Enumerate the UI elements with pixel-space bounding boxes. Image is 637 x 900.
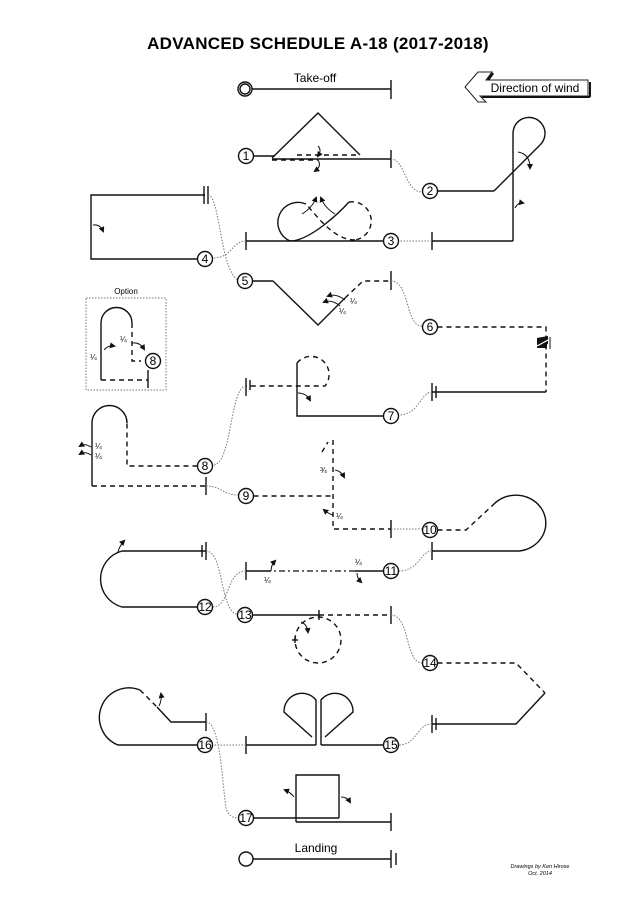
maneuver-5-v-rolls: 5 ¼ ¼ <box>236 271 392 326</box>
maneuver-16: 16 <box>98 687 214 754</box>
option-box: Option 8 ¼ ¼ <box>85 287 167 391</box>
maneuver-number: 3 <box>388 234 395 248</box>
maneuver-number: 5 <box>242 274 249 288</box>
roll-fraction: ¾ <box>320 466 327 475</box>
roll-fraction: ¼ <box>95 452 102 461</box>
maneuver-2-loop: 2 <box>421 116 546 250</box>
maneuver-17-square: 17 <box>237 774 392 831</box>
roll-fraction: ¼ <box>355 558 362 567</box>
connector <box>205 485 239 496</box>
credit-line-2: Oct. 2014 <box>528 871 552 877</box>
credit-line-1: Drawings by Ken Hirose <box>511 864 570 870</box>
roll-fraction: ¼ <box>350 297 357 306</box>
wind-label: Direction of wind <box>491 81 580 95</box>
maneuver-12-half-loop: 12 <box>99 539 214 616</box>
maneuver-number: 2 <box>427 184 434 198</box>
connector <box>390 614 423 664</box>
maneuver-7: 7 <box>245 355 400 425</box>
maneuver-number: 8 <box>202 459 209 473</box>
maneuver-3-cuban-eight: 3 <box>245 196 400 250</box>
maneuver-number: 4 <box>202 252 209 266</box>
maneuver-number: 16 <box>198 738 212 752</box>
roll-fraction: ¼ <box>90 353 97 362</box>
maneuver-number: 1 <box>243 149 250 163</box>
roll-fraction: ¼ <box>336 512 343 521</box>
maneuver-number: 15 <box>384 738 398 752</box>
connector <box>212 385 247 466</box>
landing-label: Landing <box>295 841 338 855</box>
page-title: ADVANCED SCHEDULE A-18 (2017-2018) <box>147 34 489 53</box>
maneuver-14: 14 <box>421 654 546 733</box>
maneuver-number: 17 <box>239 811 253 825</box>
roll-fraction: ¼ <box>95 442 102 451</box>
connector <box>397 723 433 746</box>
maneuver-11-rolls: 11 ¼ ¼ <box>245 558 400 585</box>
roll-fraction: ¼ <box>264 576 271 585</box>
maneuver-number: 6 <box>427 320 434 334</box>
wind-direction-arrow: Direction of wind <box>464 71 591 103</box>
maneuver-number: 13 <box>238 608 252 622</box>
maneuver-8: 8 ¼ ¼ <box>78 404 214 495</box>
maneuver-1-triangle: 1 <box>237 112 392 173</box>
connector <box>207 194 239 281</box>
option-label: Option <box>114 287 138 296</box>
connector <box>212 240 247 259</box>
maneuver-number: 9 <box>243 489 250 503</box>
maneuver-number: 14 <box>423 656 437 670</box>
maneuver-number: 7 <box>388 409 395 423</box>
connector <box>390 158 423 193</box>
connector <box>397 550 433 572</box>
connector <box>212 570 247 608</box>
maneuver-6-stall-turn: 6 <box>421 318 551 401</box>
takeoff: Take-off <box>237 71 392 99</box>
maneuver-number: 11 <box>385 564 398 578</box>
maneuver-10-loop: 10 <box>421 494 547 560</box>
maneuver-4-square: 4 <box>90 186 214 268</box>
maneuver-13-loop-roll: 13 <box>236 606 392 664</box>
connector <box>397 391 433 416</box>
maneuver-15-double-loop: 15 <box>245 692 400 754</box>
roll-fraction: ¼ <box>120 335 127 344</box>
roll-fraction: ¼ <box>339 307 346 316</box>
connector <box>205 550 239 615</box>
landing: Landing <box>238 841 397 868</box>
connector <box>390 280 423 327</box>
maneuver-number: 8 <box>150 354 157 368</box>
maneuver-number: 10 <box>423 523 437 537</box>
connector <box>205 721 239 819</box>
maneuver-number: 12 <box>198 600 212 614</box>
takeoff-label: Take-off <box>294 71 337 85</box>
maneuver-9: 9 ¾ ¼ <box>237 440 392 538</box>
